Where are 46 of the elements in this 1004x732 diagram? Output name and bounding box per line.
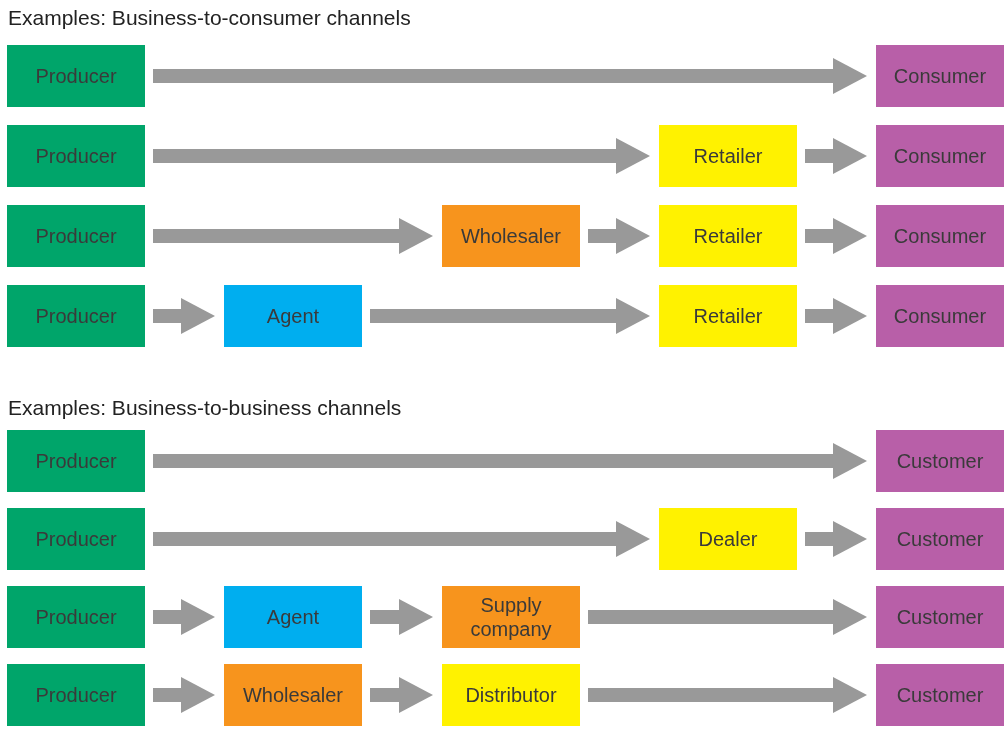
channel-box: Customer <box>876 586 1004 648</box>
channel-box: Wholesaler <box>442 205 580 267</box>
arrow <box>588 599 867 635</box>
channel-box: Producer <box>7 586 145 648</box>
channel-box: Producer <box>7 125 145 187</box>
arrow <box>370 298 650 334</box>
arrow <box>153 443 867 479</box>
channel-box: Supply company <box>442 586 580 648</box>
channel-box: Producer <box>7 205 145 267</box>
channel-box: Dealer <box>659 508 797 570</box>
channel-box: Distributor <box>442 664 580 726</box>
channel-box: Retailer <box>659 125 797 187</box>
arrow <box>588 677 867 713</box>
channel-box: Retailer <box>659 205 797 267</box>
arrow <box>153 218 433 254</box>
section-heading: Examples: Business-to-business channels <box>8 396 402 420</box>
arrow <box>153 58 867 94</box>
channel-box: Consumer <box>876 125 1004 187</box>
arrow <box>370 677 433 713</box>
channel-box: Customer <box>876 664 1004 726</box>
arrow <box>153 599 215 635</box>
channel-box: Producer <box>7 285 145 347</box>
arrow <box>153 521 650 557</box>
channel-box: Consumer <box>876 205 1004 267</box>
channel-box: Retailer <box>659 285 797 347</box>
arrow <box>153 138 650 174</box>
channel-box: Producer <box>7 45 145 107</box>
arrow <box>805 218 867 254</box>
channel-box: Wholesaler <box>224 664 362 726</box>
arrow <box>805 298 867 334</box>
arrow <box>153 298 215 334</box>
channel-box: Consumer <box>876 285 1004 347</box>
channel-box: Agent <box>224 285 362 347</box>
channel-box: Agent <box>224 586 362 648</box>
channel-box: Customer <box>876 508 1004 570</box>
channel-box: Producer <box>7 508 145 570</box>
arrow <box>153 677 215 713</box>
arrow <box>588 218 650 254</box>
section-heading: Examples: Business-to-consumer channels <box>8 6 411 30</box>
arrow <box>805 521 867 557</box>
channel-box: Customer <box>876 430 1004 492</box>
arrow <box>370 599 433 635</box>
arrow <box>805 138 867 174</box>
channel-box: Producer <box>7 430 145 492</box>
channel-box: Producer <box>7 664 145 726</box>
channel-box: Consumer <box>876 45 1004 107</box>
